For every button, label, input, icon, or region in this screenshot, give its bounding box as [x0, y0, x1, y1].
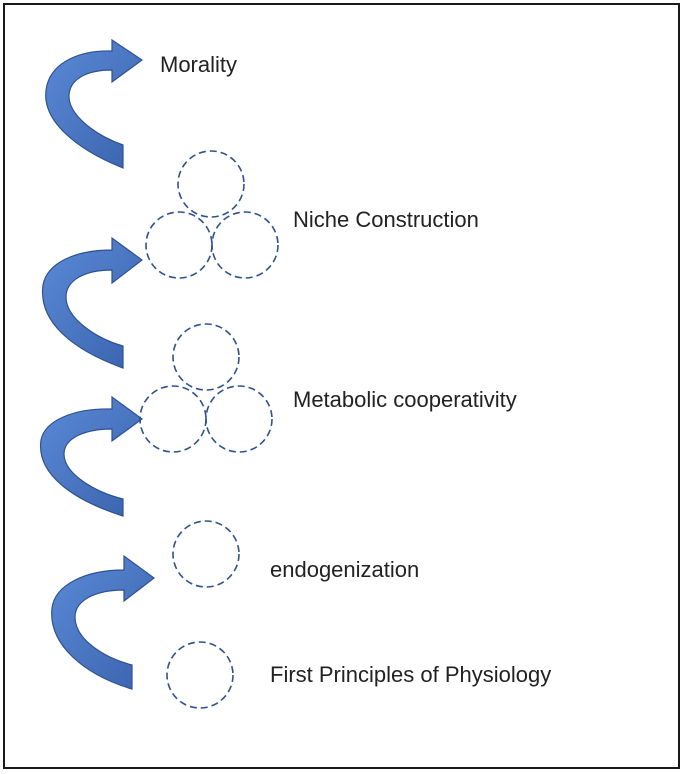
curved-up-arrow-icon	[45, 38, 144, 169]
arrow-niche-construction	[41, 236, 144, 369]
diagram-frame	[3, 3, 680, 769]
level-label-morality: Morality	[160, 52, 238, 77]
level-label-metabolic-cooperativity: Metabolic cooperativity	[293, 387, 517, 412]
level-label-first-principles: First Principles of Physiology	[270, 662, 552, 687]
circles-metabolic-cooperativity	[139, 323, 273, 453]
cell-circle	[177, 150, 245, 218]
cell-circle	[205, 385, 273, 453]
cell-circle	[211, 211, 279, 279]
arrow-metabolic-cooperativity	[40, 395, 144, 517]
level-label-endogenization: endogenization	[270, 557, 420, 582]
circles-niche-construction	[145, 150, 279, 279]
cell-circle	[172, 323, 240, 391]
cell-circle	[172, 520, 240, 588]
arrow-morality	[45, 38, 144, 169]
cell-circle	[166, 641, 234, 709]
cell-circle	[139, 385, 207, 453]
curved-up-arrow-icon	[40, 395, 144, 517]
curved-up-arrow-icon	[51, 554, 156, 690]
cell-circle	[145, 211, 213, 279]
level-label-niche-construction: Niche Construction	[293, 207, 479, 232]
arrow-endogenization	[51, 554, 156, 690]
circles-first-principles	[166, 641, 234, 709]
curved-up-arrow-icon	[41, 236, 144, 369]
circles-endogenization	[172, 520, 240, 588]
